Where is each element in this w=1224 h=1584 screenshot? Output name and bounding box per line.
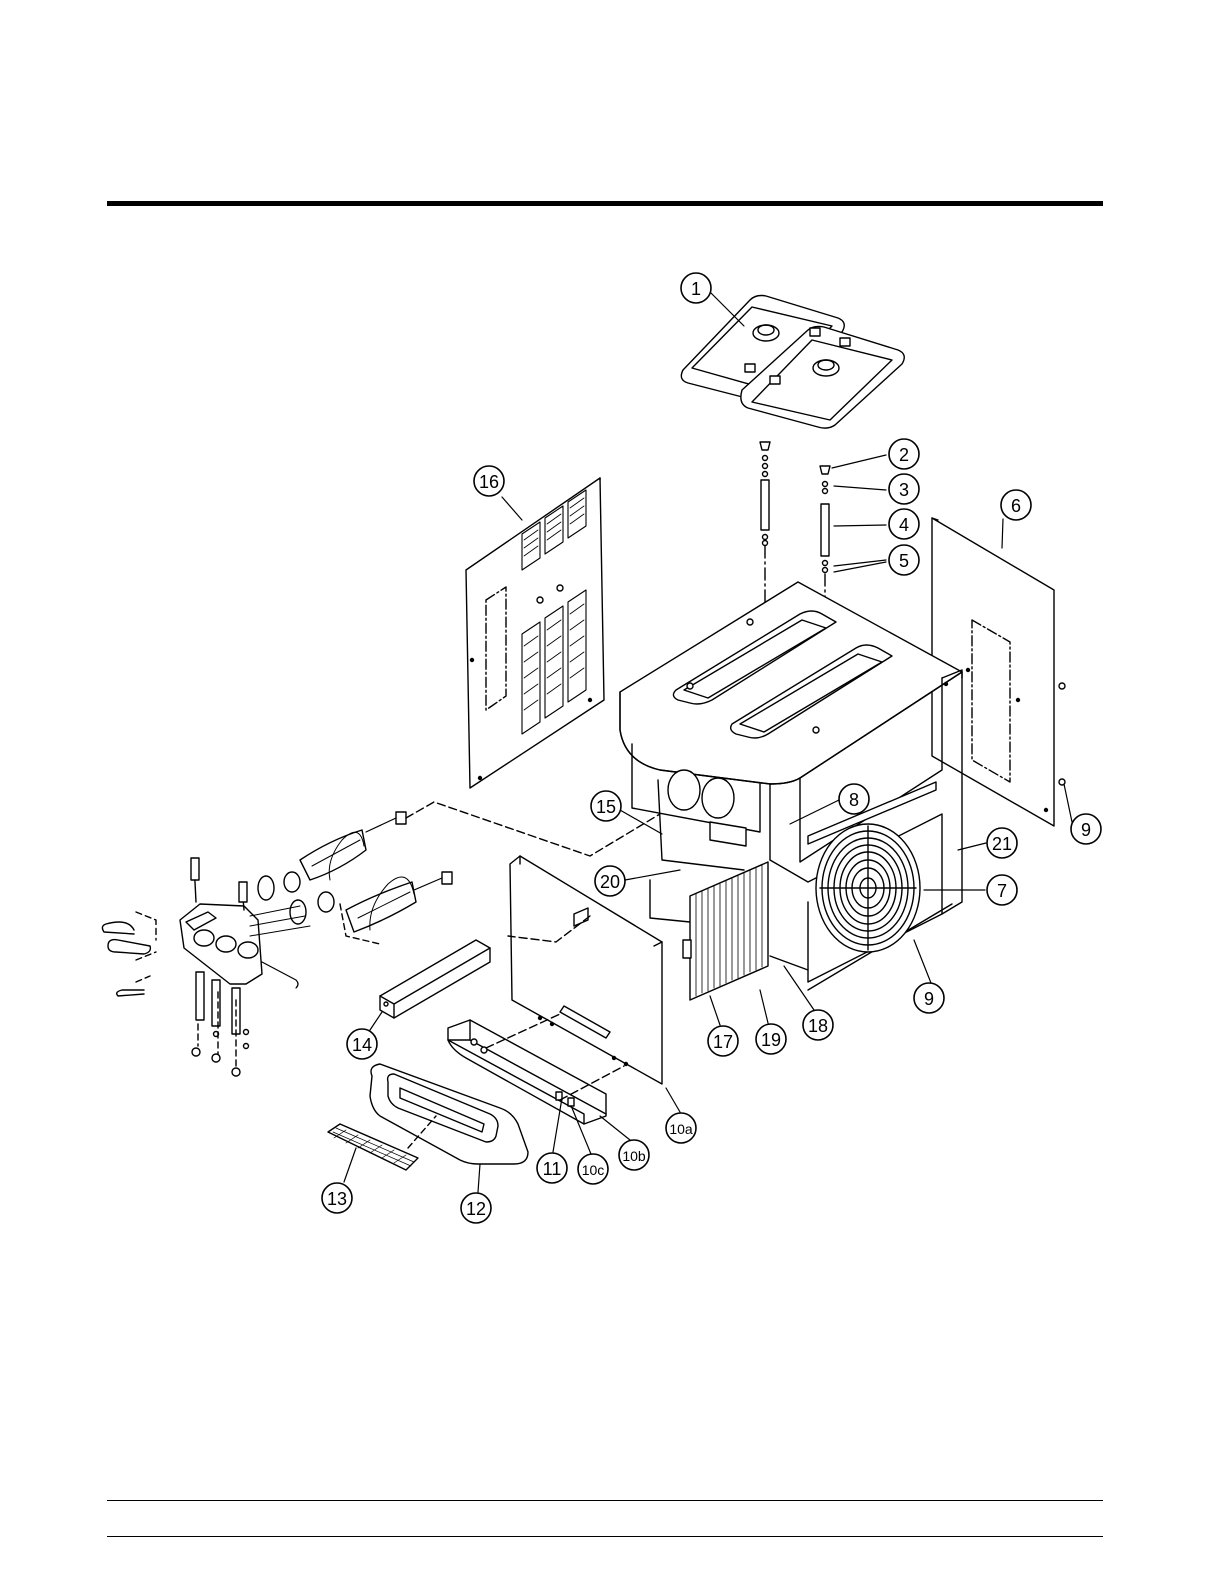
callout-9-lower: 9 xyxy=(914,983,944,1013)
callout-10b: 10b xyxy=(619,1140,649,1170)
left-side-panel xyxy=(466,478,604,788)
callout-10a-label: 10a xyxy=(669,1121,693,1137)
freezer-door-assembly xyxy=(102,858,310,1076)
callout-8-label: 8 xyxy=(849,790,859,810)
callout-20-label: 20 xyxy=(600,872,620,892)
callout-10c-label: 10c xyxy=(582,1162,605,1178)
callout-12-label: 12 xyxy=(466,1199,486,1219)
callout-11-label: 11 xyxy=(543,1159,562,1179)
callout-16-label: 16 xyxy=(479,472,499,492)
callout-11: 11 xyxy=(537,1153,567,1183)
air-filter xyxy=(683,862,808,1000)
callout-3: 3 xyxy=(889,474,919,504)
callout-9-right-label: 9 xyxy=(1081,820,1091,840)
callout-2-label: 2 xyxy=(899,445,909,465)
callout-6-label: 6 xyxy=(1011,496,1021,516)
callout-7: 7 xyxy=(987,875,1017,905)
support-bar xyxy=(380,940,490,1018)
condenser-fan-guard xyxy=(816,824,920,952)
front-panel xyxy=(508,856,662,1084)
callout-21-label: 21 xyxy=(992,834,1012,854)
callout-14: 14 xyxy=(347,1029,377,1059)
callout-16: 16 xyxy=(474,466,504,496)
callout-9-right: 9 xyxy=(1071,814,1101,844)
callout-1: 1 xyxy=(681,273,711,303)
hopper-covers xyxy=(681,296,904,429)
footer-rule-lower xyxy=(107,1536,1103,1537)
callout-5-label: 5 xyxy=(899,551,909,571)
footer-rule-upper xyxy=(107,1500,1103,1501)
callout-4-label: 4 xyxy=(899,515,909,535)
callout-13: 13 xyxy=(322,1183,352,1213)
callout-21: 21 xyxy=(987,828,1017,858)
callout-14-label: 14 xyxy=(352,1035,372,1055)
callout-18-label: 18 xyxy=(808,1016,828,1036)
callout-18: 18 xyxy=(803,1010,833,1040)
callout-15-label: 15 xyxy=(596,797,616,817)
callout-5: 5 xyxy=(889,545,919,575)
callout-13-label: 13 xyxy=(327,1189,347,1209)
callout-15: 15 xyxy=(591,791,621,821)
callout-8: 8 xyxy=(839,784,869,814)
callout-10c: 10c xyxy=(578,1154,608,1184)
callout-19-label: 19 xyxy=(761,1030,781,1050)
callout-17: 17 xyxy=(708,1026,738,1056)
callout-10b-label: 10b xyxy=(622,1148,646,1164)
callout-19: 19 xyxy=(756,1024,786,1054)
callout-3-label: 3 xyxy=(899,480,909,500)
callout-17-label: 17 xyxy=(713,1032,733,1052)
callout-10a: 10a xyxy=(666,1113,696,1143)
callout-9-lower-label: 9 xyxy=(924,989,934,1009)
cabinet xyxy=(620,582,962,990)
callout-4: 4 xyxy=(889,509,919,539)
callout-1-label: 1 xyxy=(691,279,701,299)
callout-7-label: 7 xyxy=(997,881,1007,901)
callout-6: 6 xyxy=(1001,490,1031,520)
callout-20: 20 xyxy=(595,866,625,896)
callout-2: 2 xyxy=(889,439,919,469)
callout-12: 12 xyxy=(461,1193,491,1223)
